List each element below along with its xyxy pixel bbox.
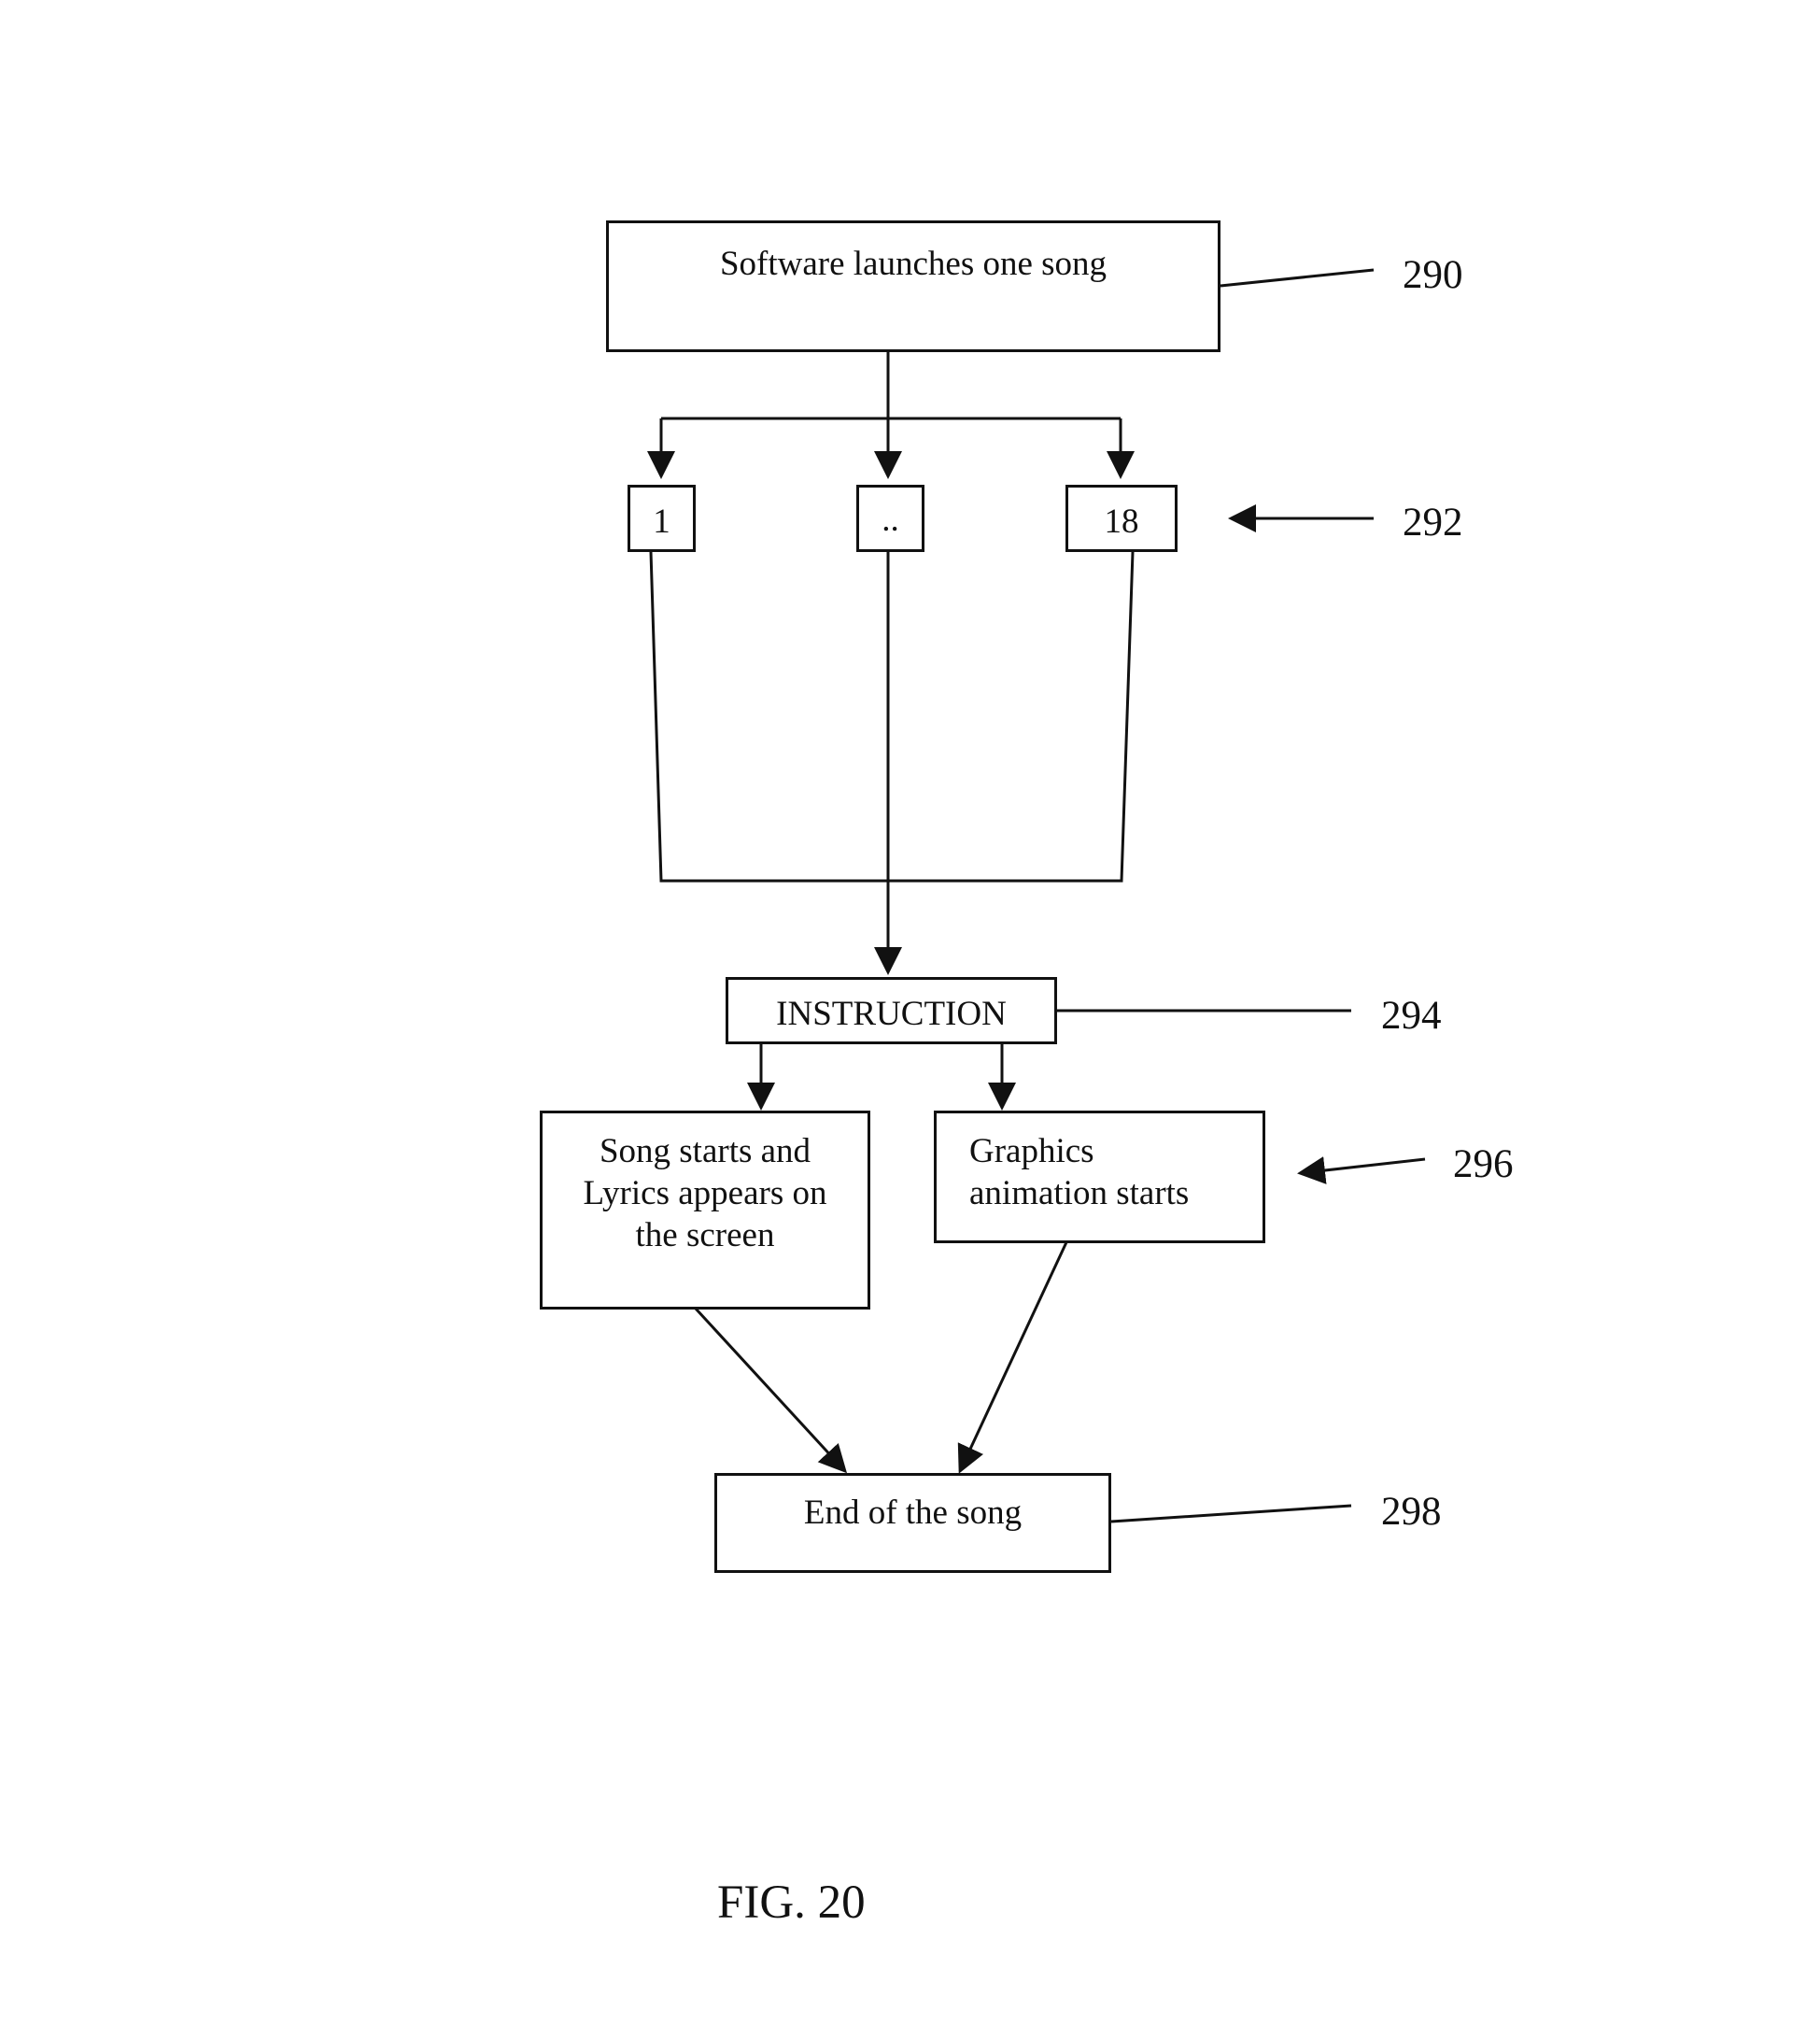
song-starts-line-2: Lyrics appears on xyxy=(543,1172,868,1214)
option-middle-box: .. xyxy=(856,485,924,552)
graphics-box: Graphics animation starts xyxy=(934,1111,1265,1243)
ref-290-leader xyxy=(1220,270,1374,286)
ref-296: 296 xyxy=(1453,1144,1514,1184)
figure-caption: FIG. 20 xyxy=(717,1879,866,1927)
instruction-label: INSTRUCTION xyxy=(728,994,1054,1035)
ref-298: 298 xyxy=(1381,1492,1442,1532)
end-label: End of the song xyxy=(717,1493,1108,1534)
graphics-line-2: animation starts xyxy=(969,1172,1189,1214)
song-to-end-arrow xyxy=(696,1309,845,1471)
launch-box: Software launches one song xyxy=(606,220,1220,352)
graphics-line-1: Graphics xyxy=(969,1130,1094,1172)
song-starts-line-1: Song starts and xyxy=(543,1130,868,1172)
launch-label: Software launches one song xyxy=(609,244,1218,285)
ref-292: 292 xyxy=(1403,503,1463,543)
option-last-label: 18 xyxy=(1068,502,1175,543)
merge-left-line xyxy=(651,552,888,881)
instruction-box: INSTRUCTION xyxy=(726,977,1057,1044)
option-last-box: 18 xyxy=(1065,485,1178,552)
end-box: End of the song xyxy=(714,1473,1111,1573)
ref-298-leader xyxy=(1111,1506,1351,1522)
merge-right-line xyxy=(888,552,1133,881)
option-first-label: 1 xyxy=(630,502,693,543)
ref-296-arrow xyxy=(1300,1159,1425,1173)
ref-290: 290 xyxy=(1403,255,1463,295)
graphics-to-end-arrow xyxy=(960,1242,1066,1471)
option-middle-label: .. xyxy=(859,500,922,541)
option-first-box: 1 xyxy=(628,485,696,552)
ref-294: 294 xyxy=(1381,996,1442,1036)
song-starts-line-3: the screen xyxy=(543,1214,868,1256)
song-starts-box: Song starts and Lyrics appears on the sc… xyxy=(540,1111,870,1310)
